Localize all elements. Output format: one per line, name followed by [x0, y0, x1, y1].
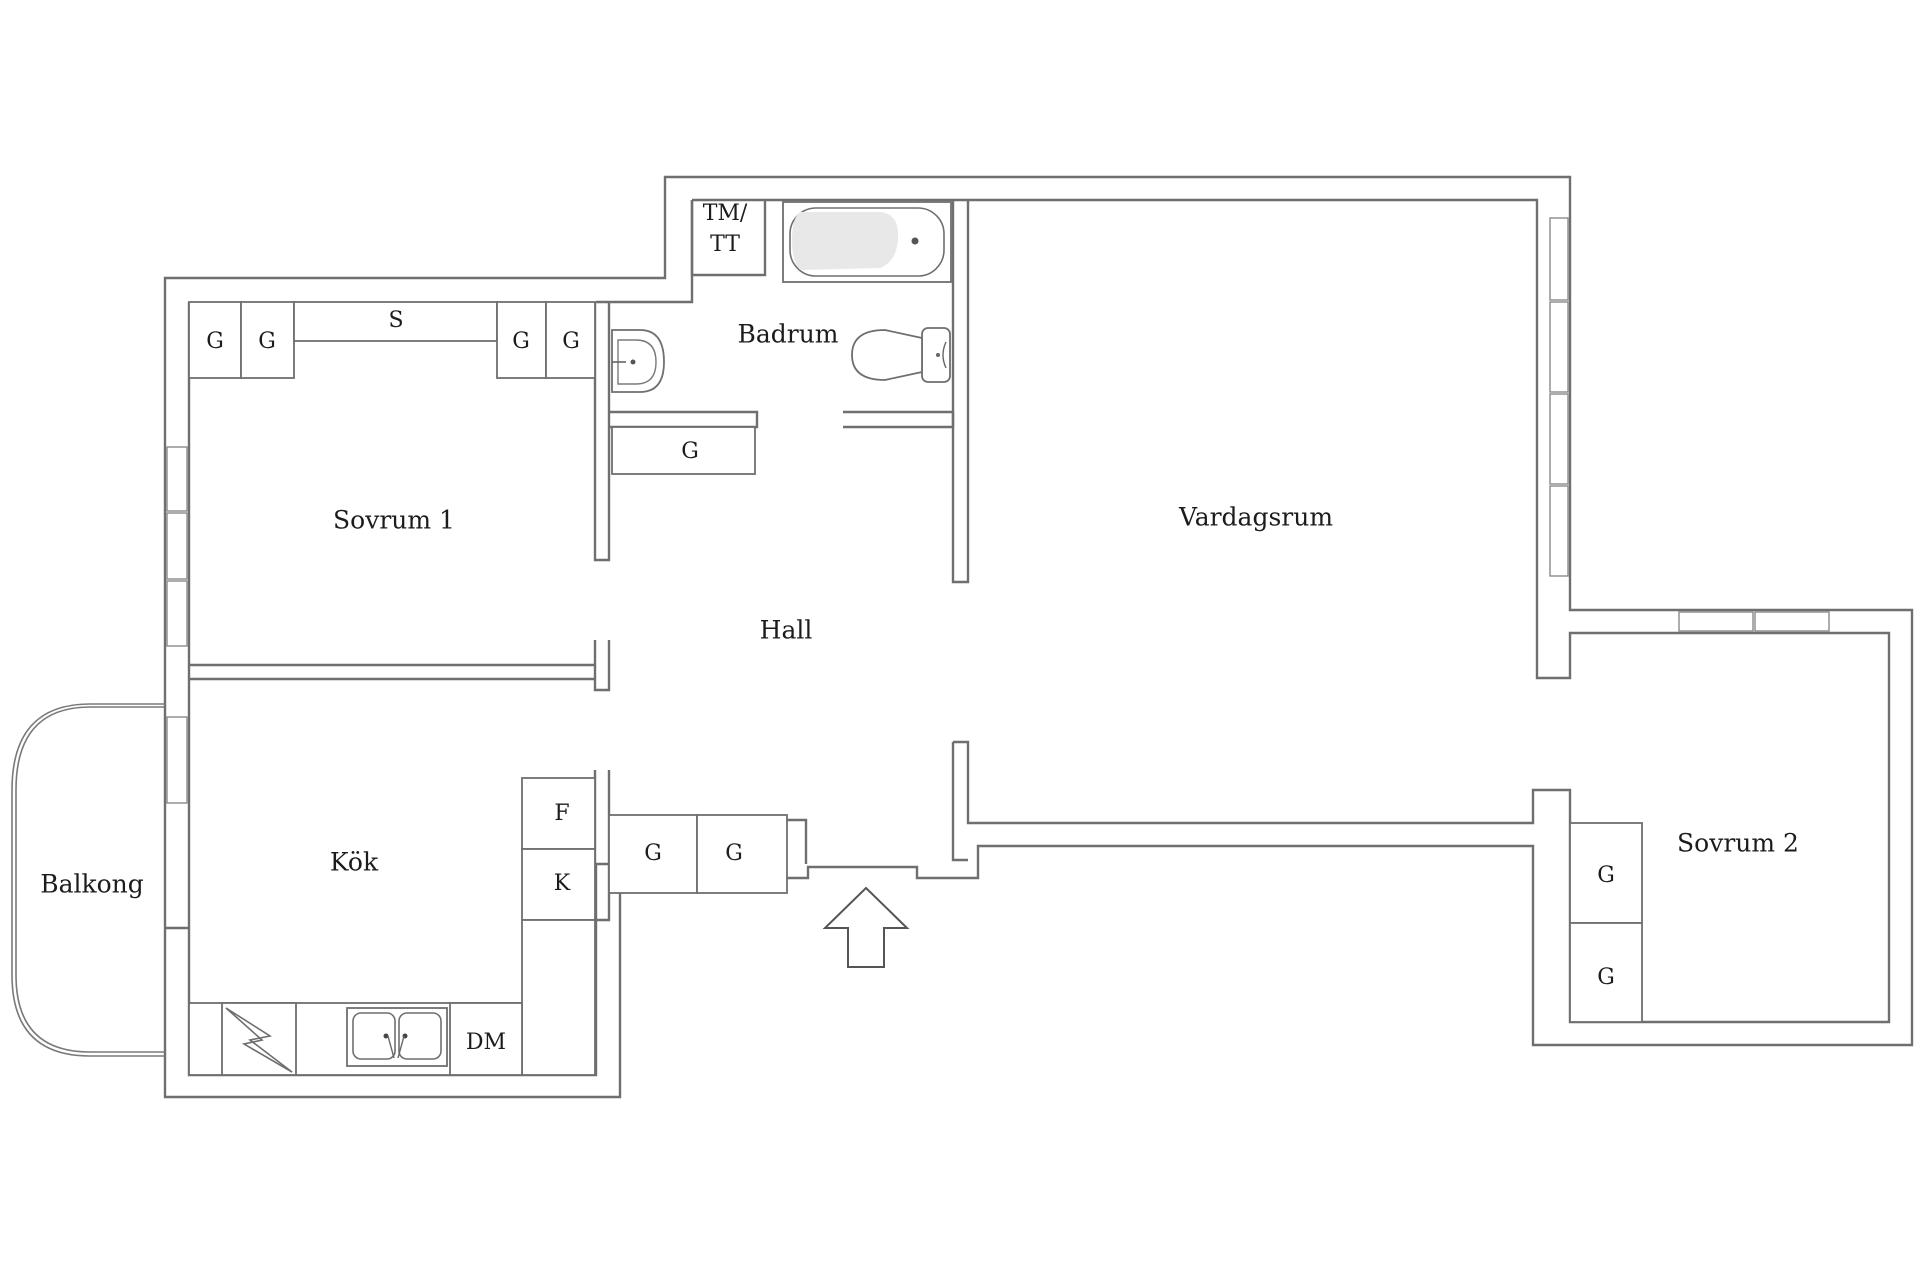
hall-wardrobe-label: G [681, 439, 699, 464]
room-label-badrum: Badrum [737, 320, 838, 349]
wardrobe-label: G [258, 329, 276, 354]
kitchen-cabinet [521, 919, 596, 1076]
washer-dryer-label-1: TM/ [703, 201, 748, 226]
window-sovrum1-b [166, 512, 188, 580]
wardrobe-label: G [644, 841, 662, 866]
wardrobe [240, 301, 295, 379]
wardrobe-label: G [512, 329, 530, 354]
kitchen-sink-icon [346, 1007, 448, 1067]
stove-icon [221, 1002, 297, 1076]
window-sovrum2-a [1678, 611, 1754, 632]
dishwasher-label: DM [466, 1030, 506, 1055]
wardrobe-label: G [562, 329, 580, 354]
wardrobe [496, 301, 547, 379]
window-kok [166, 716, 188, 804]
wardrobe-label: G [1597, 863, 1615, 888]
window-vardagsrum-d [1549, 485, 1569, 577]
room-label-sovrum2: Sovrum 2 [1677, 829, 1799, 858]
washer-dryer-label-2: TT [710, 232, 740, 257]
bathtub-icon [782, 201, 952, 283]
wardrobe-label: G [1597, 965, 1615, 990]
entrance-arrow-icon [822, 886, 910, 968]
wardrobe [696, 814, 788, 894]
window-sovrum2-b [1754, 611, 1830, 632]
hall-storage: G G [608, 814, 788, 894]
wardrobe [1569, 822, 1643, 924]
window-sovrum1-a [166, 446, 188, 512]
window-vardagsrum-c [1549, 393, 1569, 485]
windows [166, 217, 1830, 804]
window-vardagsrum-b [1549, 301, 1569, 393]
interior-walls [165, 200, 970, 930]
window-sovrum1-c [166, 580, 188, 647]
shelf-label: S [388, 308, 403, 333]
dishwasher [449, 1002, 523, 1076]
room-label-sovrum1: Sovrum 1 [333, 506, 455, 535]
fridge [521, 777, 596, 850]
washbasin-icon [611, 329, 665, 393]
toilet-icon [851, 327, 951, 383]
room-labels: Sovrum 1 Hall Badrum Vardagsrum Kök Balk… [40, 320, 1799, 899]
bathroom-fixtures: TM/ TT [611, 201, 952, 393]
room-label-vardagsrum: Vardagsrum [1178, 503, 1333, 532]
fridge-label: F [554, 801, 569, 826]
wardrobe [545, 301, 596, 379]
wardrobe [188, 301, 242, 379]
room-label-kok: Kök [330, 848, 379, 877]
wardrobe-label: G [206, 329, 224, 354]
wardrobe [1569, 922, 1643, 1023]
room-label-hall: Hall [760, 616, 813, 645]
kitchen-fixtures: F K DM [188, 777, 596, 1076]
freezer [521, 848, 596, 921]
freezer-label: K [554, 871, 571, 896]
sovrum1-storage: G G S G G [188, 301, 596, 379]
wardrobe-label: G [725, 841, 743, 866]
window-vardagsrum-a [1549, 217, 1569, 301]
sovrum2-storage: G G [1569, 822, 1643, 1023]
balcony-outline [11, 703, 165, 1057]
hall-wardrobe [611, 426, 756, 475]
room-label-balkong: Balkong [40, 870, 144, 899]
